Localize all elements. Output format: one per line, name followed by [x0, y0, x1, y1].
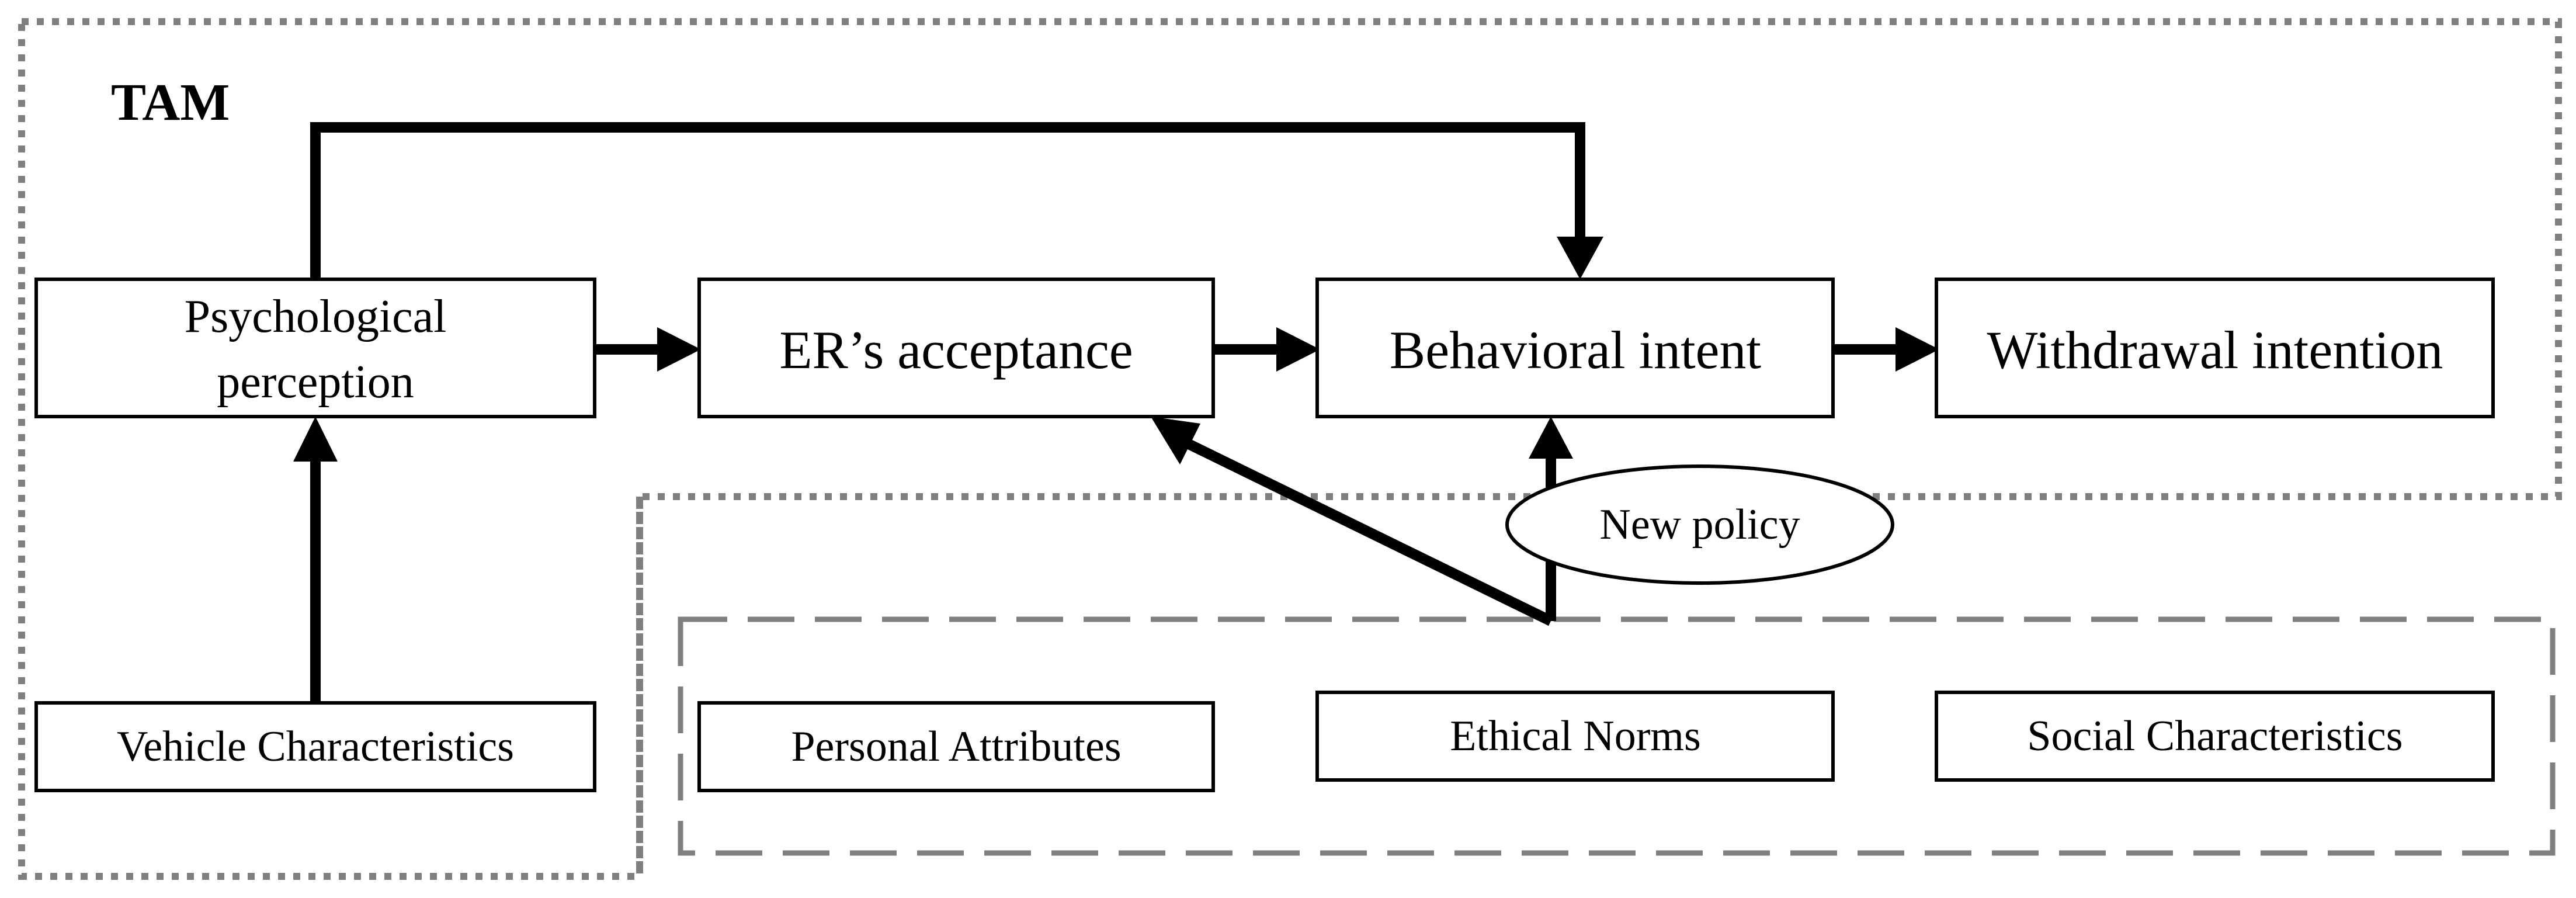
arrow-psych-to-intent — [310, 122, 1585, 279]
node-withdrawal-intention — [1935, 278, 2495, 418]
node-social-characteristics — [1935, 691, 2495, 782]
node-intent-label: Behavioral intent — [1390, 320, 1762, 380]
factors-frame — [678, 616, 2556, 856]
node-withdrawal-label: Withdrawal intention — [1987, 320, 2443, 380]
node-ethical-label: Ethical Norms — [1450, 712, 1701, 760]
node-social-label: Social Characteristics — [2027, 712, 2403, 760]
arrow-policy-to-er — [1186, 439, 1553, 626]
node-ethical-norms — [1315, 691, 1835, 782]
arrowhead-withdrawal — [1895, 327, 1939, 372]
node-psychological-perception — [34, 278, 596, 418]
arrowhead-intent-bottom — [1529, 417, 1573, 459]
node-er-label: ER’s acceptance — [779, 320, 1133, 380]
arrowhead-er-bottom — [1151, 417, 1200, 464]
node-psych-line2: perception — [217, 356, 414, 408]
node-new-policy — [1505, 464, 1894, 585]
node-vehicle-characteristics — [34, 701, 596, 792]
node-vehicle-label: Vehicle Characteristics — [117, 723, 514, 771]
node-psych-line1: Psychological — [185, 291, 447, 342]
arrowhead-psych-bottom — [293, 417, 338, 462]
arrowhead-intent-left — [1276, 327, 1320, 372]
tam-frame — [18, 18, 2562, 880]
node-policy-label: New policy — [1599, 501, 1800, 549]
arrowhead-intent-top — [1557, 237, 1603, 279]
node-behavioral-intent — [1315, 278, 1835, 418]
arrowhead-er — [657, 327, 701, 372]
node-er-acceptance — [697, 278, 1215, 418]
node-personal-label: Personal Attributes — [791, 723, 1121, 771]
node-personal-attributes — [697, 701, 1215, 792]
tam-title: TAM — [111, 74, 230, 131]
